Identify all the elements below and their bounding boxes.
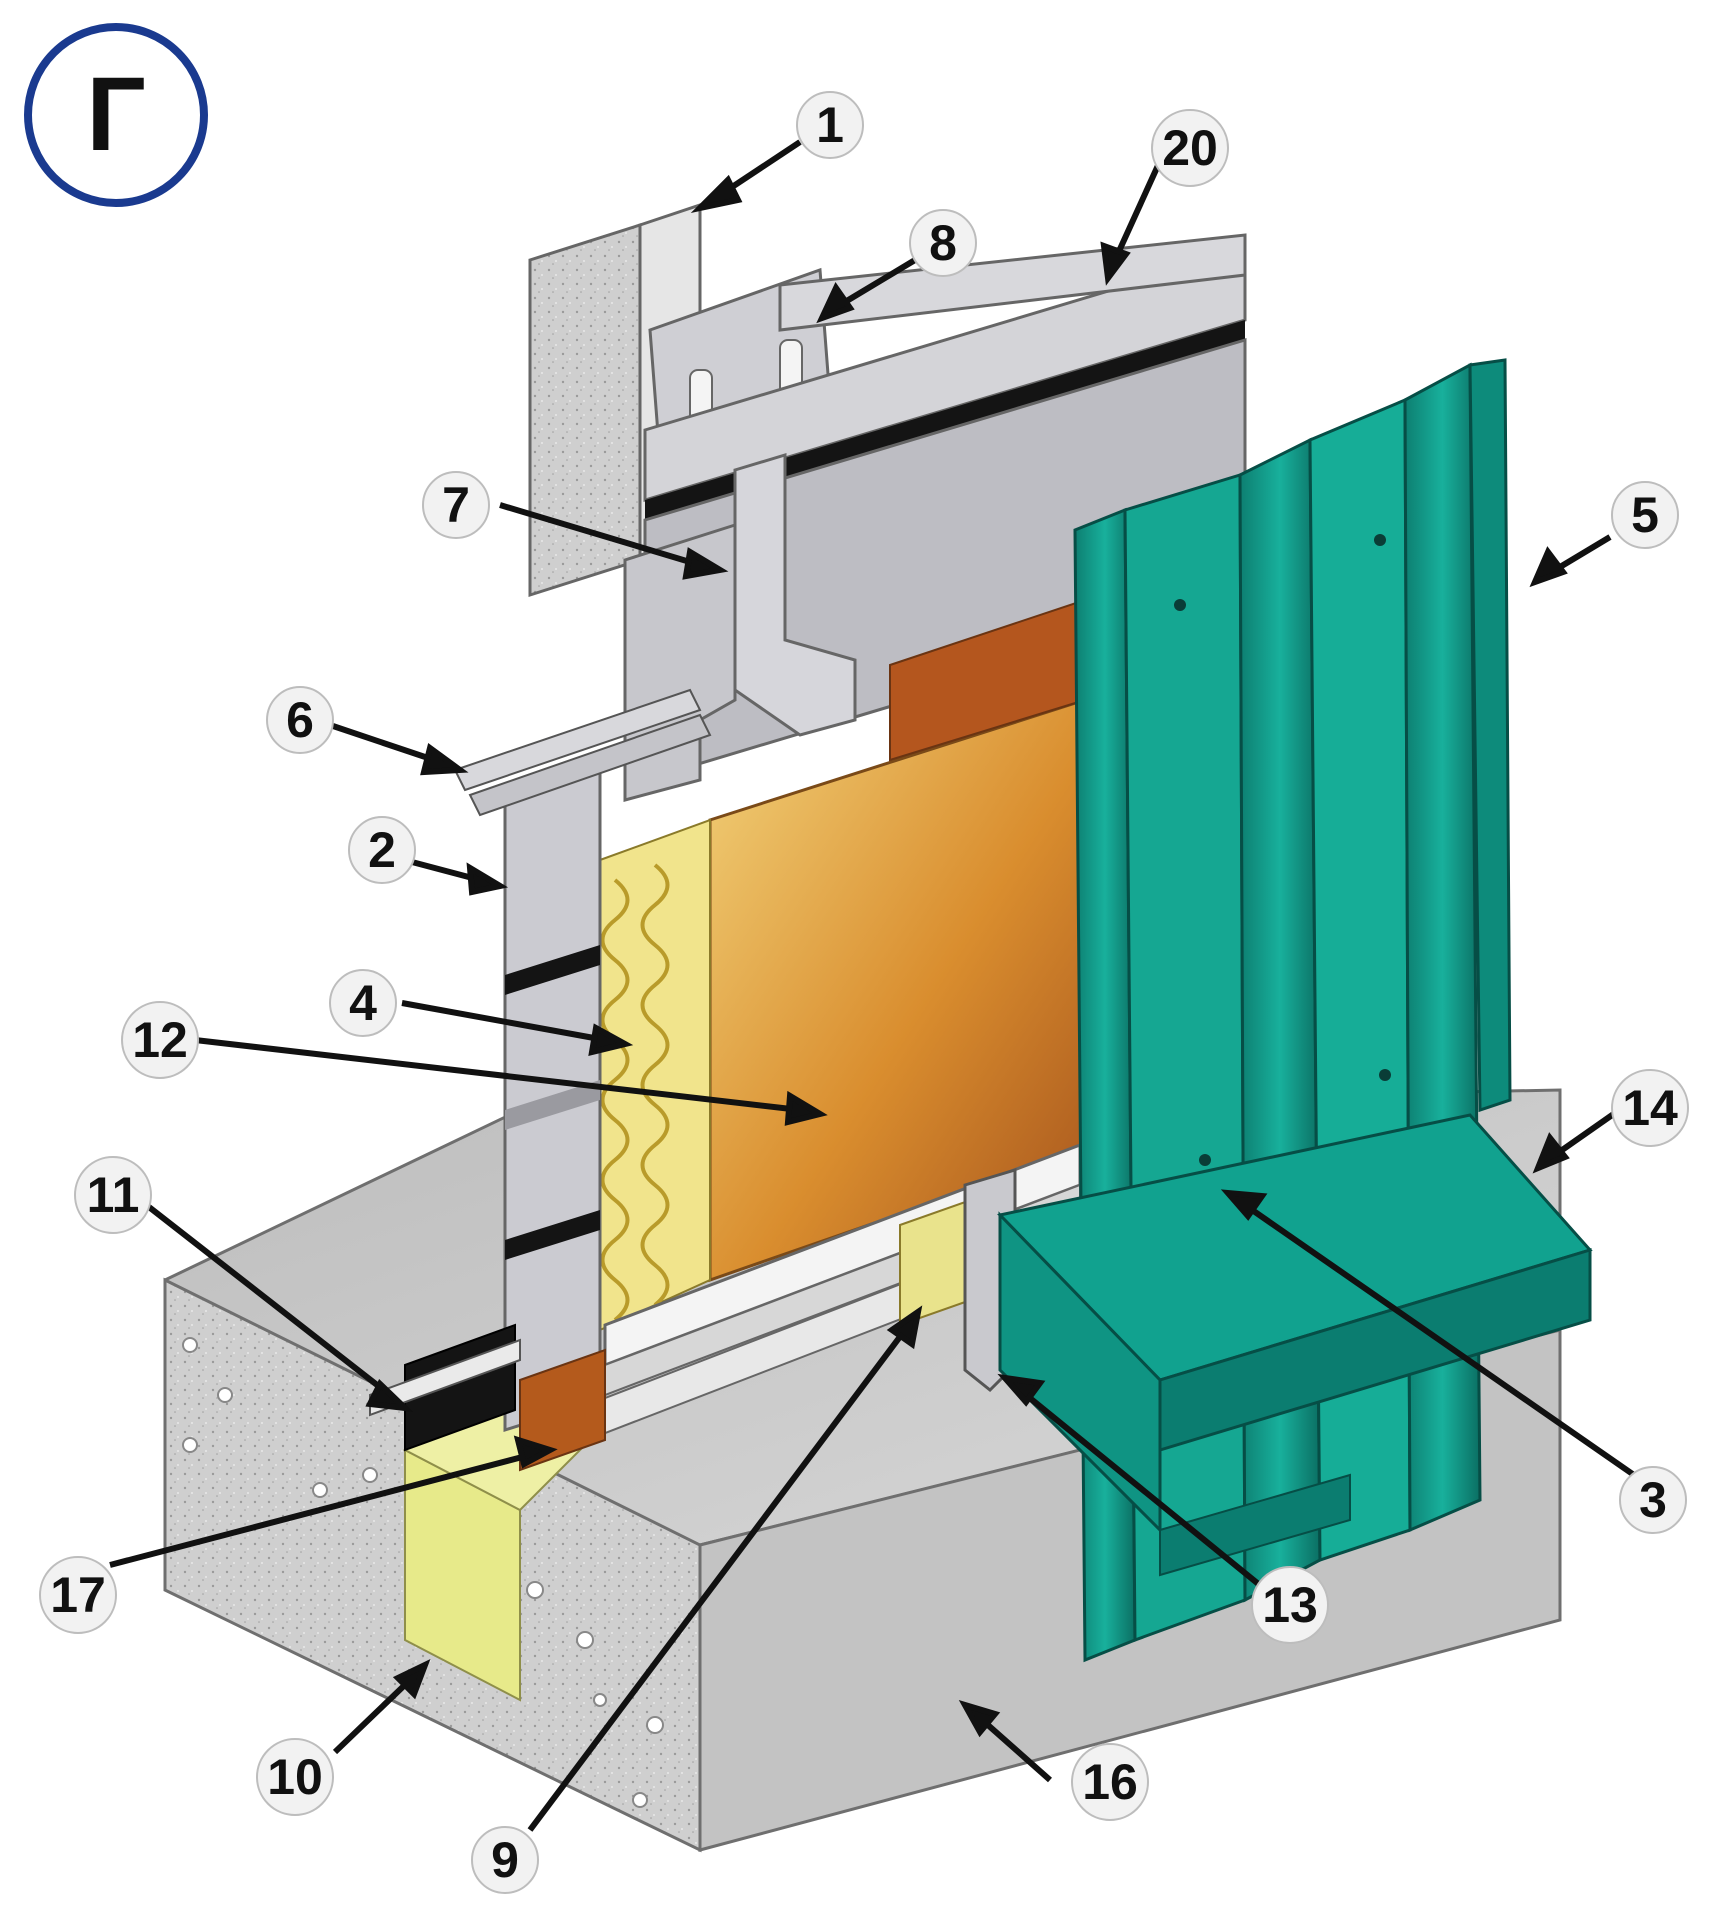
horizontal-rails: [453, 688, 712, 817]
svg-text:5: 5: [1631, 487, 1659, 543]
svg-text:14: 14: [1622, 1080, 1678, 1136]
leader-lines: [109, 139, 1672, 1832]
callout-10: 10: [256, 1738, 334, 1816]
svg-text:13: 13: [1262, 1577, 1318, 1633]
svg-text:8: 8: [929, 215, 957, 271]
callout-7: 7: [422, 471, 490, 539]
callout-16: 16: [1071, 1743, 1149, 1821]
svg-text:4: 4: [349, 975, 377, 1031]
svg-text:11: 11: [87, 1167, 140, 1223]
hanger-clip: [733, 452, 857, 737]
callout-17: 17: [39, 1556, 117, 1634]
slab-holes: [182, 1337, 664, 1808]
callout-6: 6: [266, 686, 334, 754]
svg-text:10: 10: [267, 1749, 323, 1805]
svg-text:2: 2: [368, 822, 396, 878]
callout-14: 14: [1611, 1069, 1689, 1147]
callout-2: 2: [348, 816, 416, 884]
svg-text:12: 12: [132, 1012, 188, 1068]
callout-11: 11: [74, 1156, 152, 1234]
svg-text:1: 1: [816, 97, 844, 153]
callout-5: 5: [1611, 481, 1679, 549]
section-badge: Г: [24, 23, 208, 207]
svg-text:3: 3: [1639, 1472, 1667, 1528]
badge-letter: Г: [86, 56, 146, 173]
svg-text:7: 7: [442, 477, 470, 533]
callout-13: 13: [1251, 1566, 1329, 1644]
teal-base-flashing: [997, 1113, 1593, 1577]
callout-20: 20: [1151, 109, 1229, 187]
callout-9: 9: [471, 1826, 539, 1894]
svg-text:20: 20: [1162, 120, 1218, 176]
callout-labels: 1 2 3 4 5 6 7 8: [39, 91, 1689, 1894]
callout-4: 4: [329, 969, 397, 1037]
slab-edge-flashing: [369, 1338, 521, 1417]
left-vertical-profile: [503, 767, 602, 1433]
callout-3: 3: [1619, 1466, 1687, 1534]
svg-text:16: 16: [1082, 1754, 1138, 1810]
seal-strip-top: [645, 320, 1245, 520]
callout-8: 8: [909, 209, 977, 277]
sheet-fasteners: [1174, 534, 1391, 1166]
svg-text:9: 9: [491, 1832, 519, 1888]
callout-1: 1: [796, 91, 864, 159]
mineral-wool: [599, 818, 711, 1332]
svg-text:17: 17: [50, 1567, 106, 1623]
svg-text:6: 6: [286, 692, 314, 748]
top-rail: [778, 233, 1247, 332]
callout-12: 12: [121, 1001, 199, 1079]
